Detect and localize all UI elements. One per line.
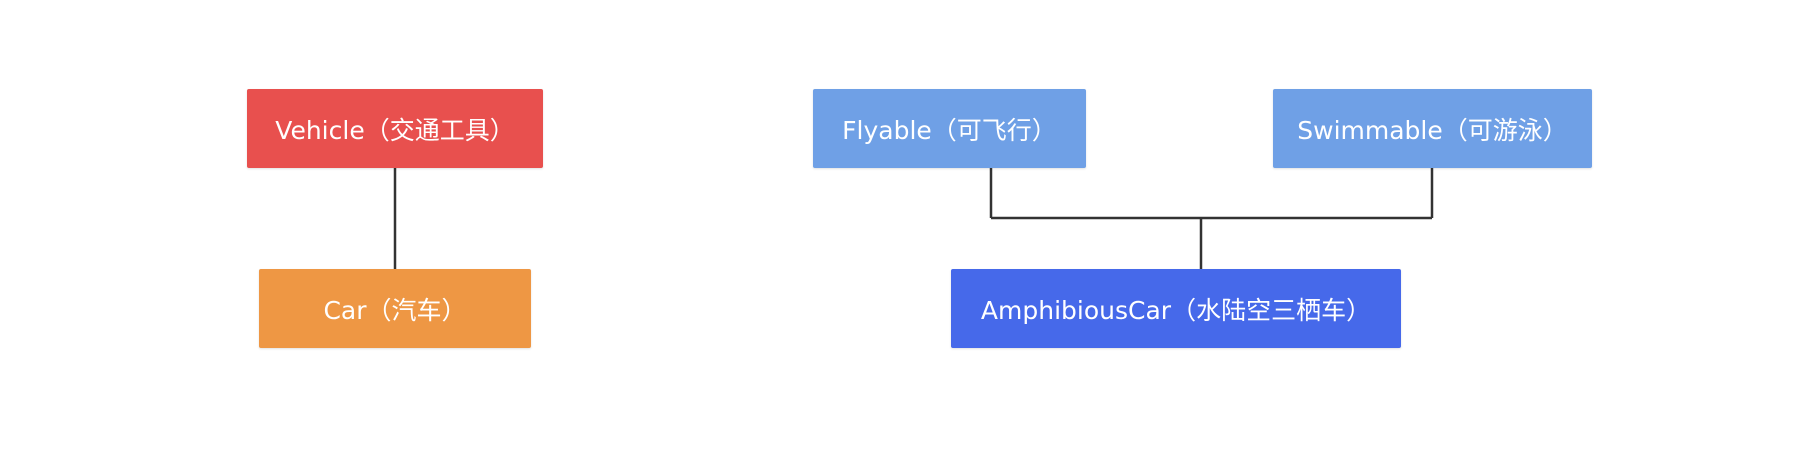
node-flyable-label: Flyable（可飞行） [842, 115, 1057, 145]
node-amphibious-car-label: AmphibiousCar（水陆空三栖车） [980, 295, 1372, 325]
node-amphibious-car[interactable]: AmphibiousCar（水陆空三栖车） [951, 269, 1401, 348]
node-car[interactable]: Car（汽车） [259, 269, 531, 348]
node-vehicle-label: Vehicle（交通工具） [275, 115, 515, 145]
node-swimmable-label: Swimmable（可游泳） [1297, 115, 1568, 145]
node-car-label: Car（汽车） [323, 295, 467, 325]
node-swimmable[interactable]: Swimmable（可游泳） [1273, 89, 1592, 168]
node-vehicle[interactable]: Vehicle（交通工具） [247, 89, 543, 168]
node-flyable[interactable]: Flyable（可飞行） [813, 89, 1086, 168]
